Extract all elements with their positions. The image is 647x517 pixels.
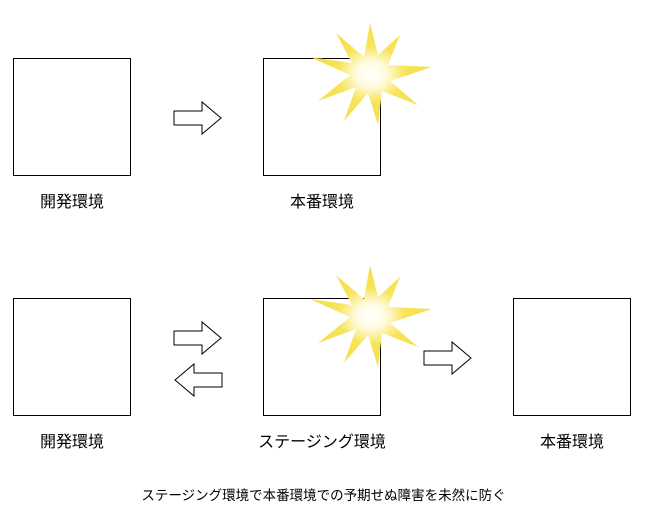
- diagram-caption: ステージング環境で本番環境での予期せぬ障害を未然に防ぐ: [141, 488, 506, 504]
- staging-env-label: ステージング環境: [258, 432, 386, 451]
- right-arrow-icon: [423, 340, 472, 376]
- dev-env-label-row1: 開発環境: [39, 192, 104, 211]
- prod-env-label-row1: 本番環境: [289, 192, 354, 211]
- failure-burst-icon: [310, 23, 432, 125]
- left-arrow-icon: [174, 362, 223, 398]
- prod-env-label-row2: 本番環境: [539, 432, 604, 451]
- failure-burst-icon: [310, 265, 432, 367]
- right-arrow-icon: [173, 100, 222, 136]
- dev-env-label-row2: 開発環境: [39, 432, 104, 451]
- dev-env-box-row2: [13, 298, 131, 416]
- dev-env-box-row1: [13, 58, 131, 176]
- prod-env-box-row2: [513, 298, 631, 416]
- right-arrow-icon: [173, 320, 222, 356]
